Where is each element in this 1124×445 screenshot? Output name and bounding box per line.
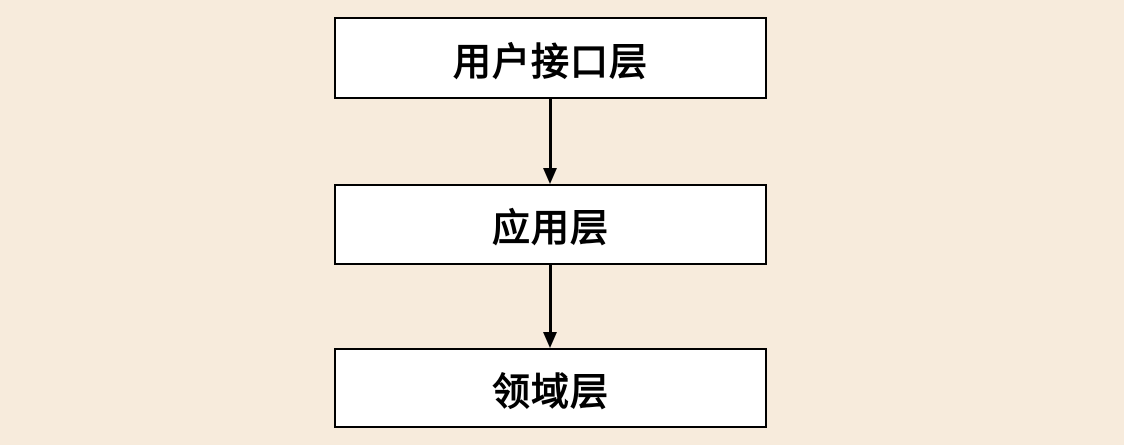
arrow-line: [549, 99, 552, 168]
arrow-head-down-icon: [543, 168, 557, 184]
node-application-layer: 应用层: [334, 184, 767, 265]
node-application-layer-label: 应用层: [491, 208, 609, 250]
node-user-interface-layer-label: 用户接口层: [452, 41, 648, 84]
arrow-head-down-icon: [543, 332, 557, 348]
node-user-interface-layer: 用户接口层: [334, 17, 767, 99]
node-domain-layer: 领域层: [334, 348, 767, 428]
arrow-line: [549, 265, 552, 332]
node-domain-layer-label: 领域层: [491, 371, 609, 414]
